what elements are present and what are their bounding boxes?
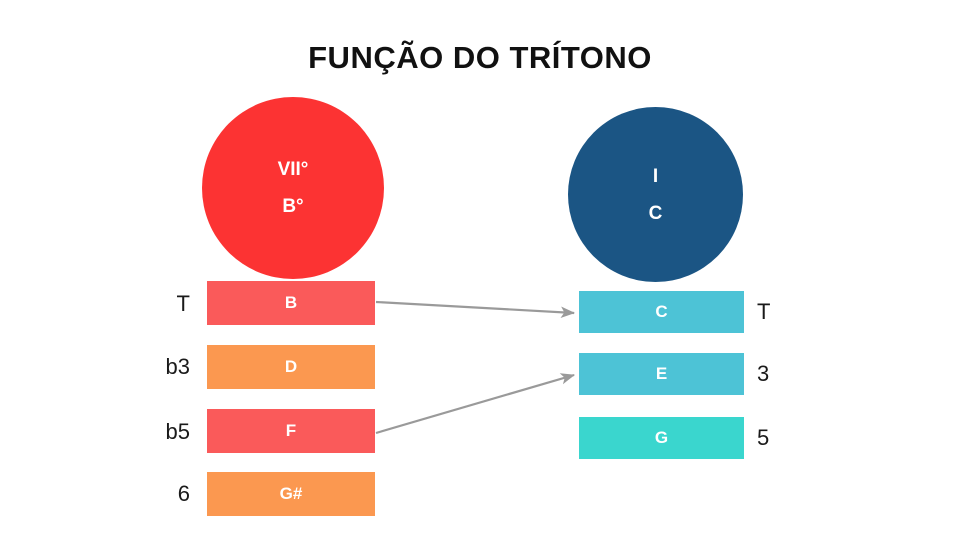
left-note-bar-2: F: [207, 409, 375, 453]
chord-circle-left-roman: VII°: [277, 159, 309, 180]
chord-circle-left: VII° B°: [202, 97, 384, 279]
right-interval-label-2: 5: [757, 425, 770, 450]
left-note-bar-1: D: [207, 345, 375, 389]
left-note-label-3: G#: [279, 484, 303, 503]
right-note-label-2: G: [654, 428, 669, 447]
arrow-f-to-e: [375, 373, 576, 435]
left-note-label-0: B: [284, 293, 298, 312]
right-interval-label-0: T: [757, 299, 771, 324]
left-interval-label-3: 6: [177, 481, 190, 506]
page-title: FUNÇÃO DO TRÍTONO: [308, 40, 652, 75]
arrow-b-to-c: [375, 300, 576, 318]
left-note-label-1: D: [284, 357, 298, 376]
left-interval-label-2: b5: [165, 419, 190, 444]
left-interval-label-1: b3: [165, 354, 190, 379]
right-note-bar-2: G: [579, 417, 744, 459]
right-note-bar-1: E: [579, 353, 744, 395]
left-note-bar-0: B: [207, 281, 375, 325]
chord-circle-right: I C: [568, 107, 743, 282]
chord-circle-right-name: C: [648, 202, 663, 224]
right-interval-label-1: 3: [757, 361, 770, 386]
left-note-label-2: F: [285, 421, 297, 440]
chord-circle-left-name: B°: [282, 196, 304, 217]
right-note-bar-0: C: [579, 291, 744, 333]
right-note-label-0: C: [655, 302, 668, 321]
left-interval-label-0: T: [176, 291, 190, 316]
left-note-bar-3: G#: [207, 472, 375, 516]
right-note-label-1: E: [655, 364, 668, 383]
chord-circle-right-roman: I: [652, 165, 659, 187]
